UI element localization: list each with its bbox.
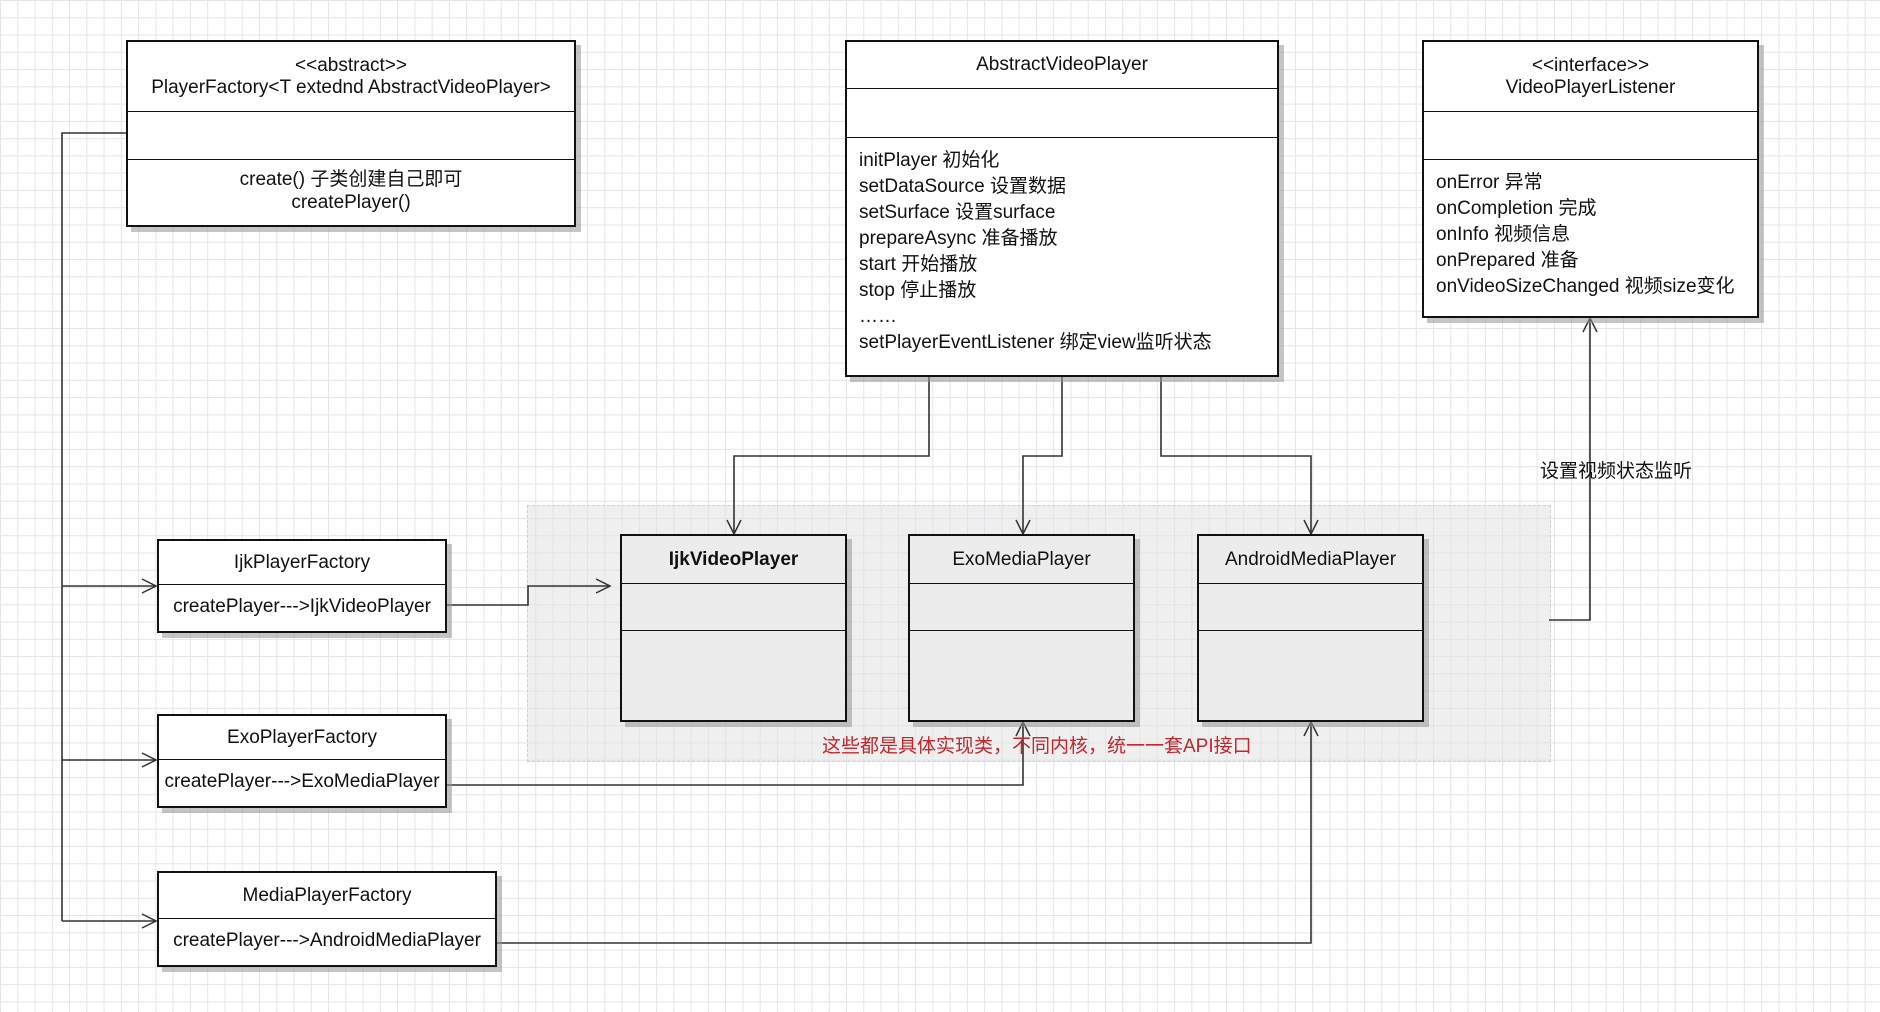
exo-media-player-attributes [910, 584, 1133, 631]
player-factory-name: PlayerFactory<T extednd AbstractVideoPla… [151, 76, 551, 98]
operation-on-error: onError 异常 [1436, 172, 1543, 193]
exo-media-player-header: ExoMediaPlayer [910, 536, 1133, 584]
ijk-player-factory-name: IjkPlayerFactory [233, 551, 371, 573]
media-player-factory-operation: createPlayer--->AndroidMediaPlayer [173, 930, 481, 951]
android-media-player-class: AndroidMediaPlayer [1197, 534, 1424, 722]
video-player-listener-interface: <<interface>> VideoPlayerListener onErro… [1422, 40, 1759, 318]
operation-on-info: onInfo 视频信息 [1436, 224, 1571, 245]
ijk-video-player-attributes [622, 584, 845, 631]
operation-start: start 开始播放 [859, 254, 978, 275]
player-factory-attributes [128, 112, 574, 160]
player-factory-header: <<abstract>> PlayerFactory<T extednd Abs… [128, 42, 574, 112]
exo-media-player-class: ExoMediaPlayer [908, 534, 1135, 722]
exo-player-factory-class: ExoPlayerFactory createPlayer--->ExoMedi… [157, 714, 447, 808]
operation-create: create() 子类创建自己即可 [239, 169, 463, 190]
operation-on-completion: onCompletion 完成 [1436, 198, 1597, 219]
media-player-factory-header: MediaPlayerFactory [159, 873, 495, 919]
abstract-video-player-class: AbstractVideoPlayer initPlayer 初始化 setDa… [845, 40, 1279, 377]
media-player-factory-name: MediaPlayerFactory [242, 884, 412, 906]
player-factory-operations: create() 子类创建自己即可 createPlayer() [128, 160, 574, 214]
line-factory-trunk [61, 132, 126, 921]
android-media-player-header: AndroidMediaPlayer [1199, 536, 1422, 584]
media-player-factory-class: MediaPlayerFactory createPlayer--->Andro… [157, 871, 497, 967]
operation-ellipsis: …… [859, 306, 897, 327]
operation-create-player: createPlayer() [291, 192, 411, 213]
operation-set-surface: setSurface 设置surface [859, 202, 1056, 223]
operation-on-prepared: onPrepared 准备 [1436, 250, 1579, 271]
ijk-video-player-class: IjkVideoPlayer [620, 534, 847, 722]
video-player-listener-stereotype: <<interface>> [1531, 54, 1650, 76]
operation-init-player: initPlayer 初始化 [859, 150, 1000, 171]
operation-set-data-source: setDataSource 设置数据 [859, 176, 1066, 197]
ijk-video-player-header: IjkVideoPlayer [622, 536, 845, 584]
operation-set-player-event-listener: setPlayerEventListener 绑定view监听状态 [859, 332, 1212, 353]
video-player-listener-operations: onError 异常 onCompletion 完成 onInfo 视频信息 o… [1424, 160, 1757, 300]
player-factory-stereotype: <<abstract>> [295, 54, 407, 76]
ijk-player-factory-operation: createPlayer--->IjkVideoPlayer [173, 596, 431, 617]
line-ijk-factory-to-ijk-player [447, 586, 610, 606]
exo-media-player-name: ExoMediaPlayer [952, 548, 1091, 570]
abstract-video-player-header: AbstractVideoPlayer [847, 42, 1277, 89]
abstract-video-player-operations: initPlayer 初始化 setDataSource 设置数据 setSur… [847, 138, 1277, 356]
exo-player-factory-header: ExoPlayerFactory [159, 716, 445, 760]
android-media-player-name: AndroidMediaPlayer [1224, 548, 1397, 570]
ijk-video-player-name: IjkVideoPlayer [668, 548, 799, 570]
android-media-player-attributes [1199, 584, 1422, 631]
line-group-to-listener [1549, 318, 1590, 621]
player-factory-class: <<abstract>> PlayerFactory<T extednd Abs… [126, 40, 576, 227]
line-abstract-to-android [1160, 377, 1311, 534]
line-abstract-to-ijk [734, 377, 930, 534]
ijk-player-factory-header: IjkPlayerFactory [159, 541, 445, 585]
listener-relation-label: 设置视频状态监听 [1540, 461, 1693, 482]
video-player-listener-attributes [1424, 112, 1757, 160]
exo-player-factory-name: ExoPlayerFactory [227, 726, 377, 748]
abstract-video-player-attributes [847, 89, 1277, 138]
exo-player-factory-operation: createPlayer--->ExoMediaPlayer [164, 771, 440, 792]
concrete-classes-note: 这些都是具体实现类，不同内核，统一一套API接口 [822, 736, 1252, 757]
abstract-video-player-name: AbstractVideoPlayer [976, 54, 1148, 75]
operation-on-video-size-changed: onVideoSizeChanged 视频size变化 [1436, 276, 1735, 297]
operation-stop: stop 停止播放 [859, 280, 977, 301]
ijk-player-factory-class: IjkPlayerFactory createPlayer--->IjkVide… [157, 539, 447, 633]
video-player-listener-name: VideoPlayerListener [1505, 76, 1676, 98]
line-media-factory-to-android-player [497, 722, 1311, 944]
line-abstract-to-exo [1023, 377, 1063, 534]
video-player-listener-header: <<interface>> VideoPlayerListener [1424, 42, 1757, 112]
operation-prepare-async: prepareAsync 准备播放 [859, 228, 1058, 249]
line-exo-factory-to-exo-player [447, 722, 1023, 786]
